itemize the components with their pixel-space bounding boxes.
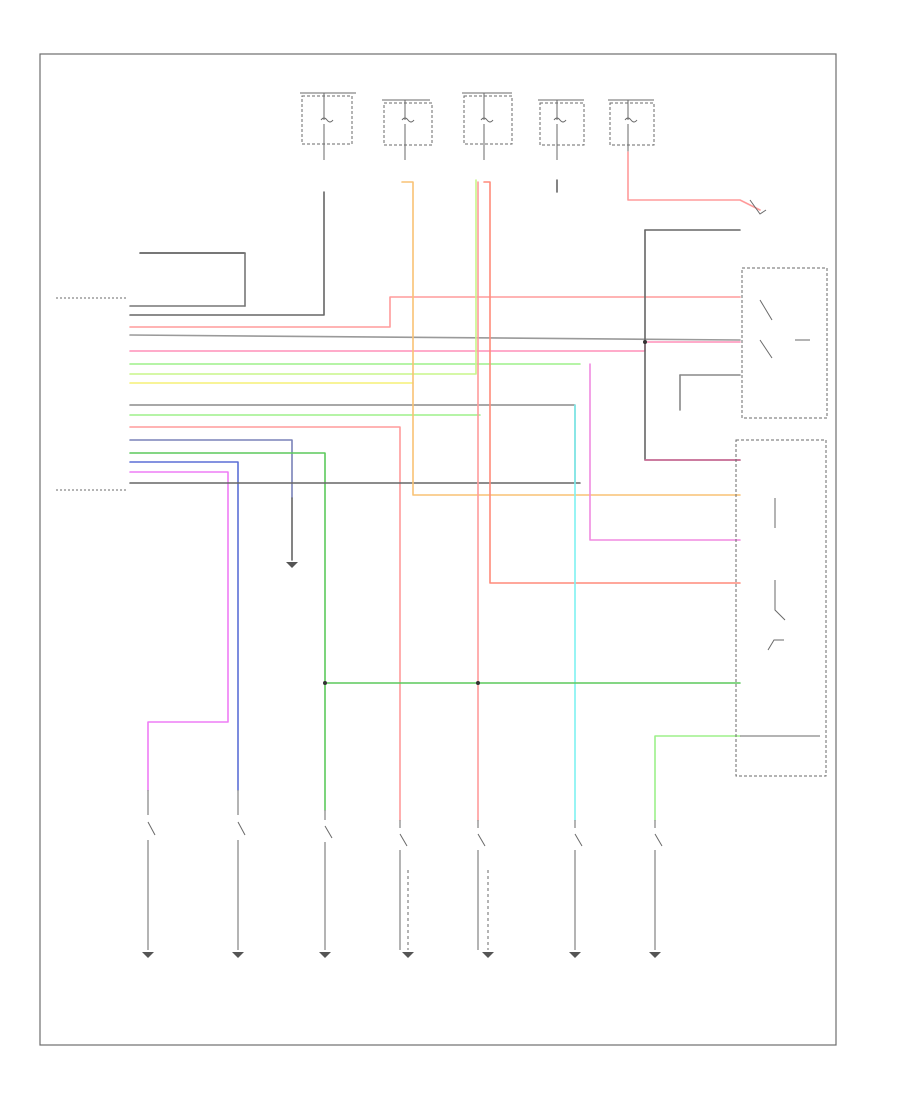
right-module	[735, 439, 827, 777]
switch-7	[649, 820, 663, 958]
switch-3	[319, 810, 333, 958]
fuse-5	[608, 99, 655, 152]
fuse-block-row	[300, 92, 655, 160]
bottom-switch-row	[142, 790, 663, 958]
splice-dots	[323, 340, 647, 685]
switch-5	[477, 820, 494, 958]
ground-mid	[286, 562, 298, 568]
diagram-frame	[39, 53, 837, 1046]
wires	[129, 151, 761, 821]
switch-2	[232, 790, 246, 958]
fuse-2	[382, 99, 433, 160]
switch-4	[399, 820, 414, 958]
switch-1	[142, 790, 156, 958]
fuse-1	[300, 92, 356, 160]
left-connector-pins	[56, 297, 128, 491]
switch-6	[569, 820, 583, 958]
right-relay-top	[741, 199, 828, 419]
wire-top-left	[129, 252, 246, 307]
fuse-3	[462, 92, 513, 160]
fuse-4	[538, 99, 585, 160]
